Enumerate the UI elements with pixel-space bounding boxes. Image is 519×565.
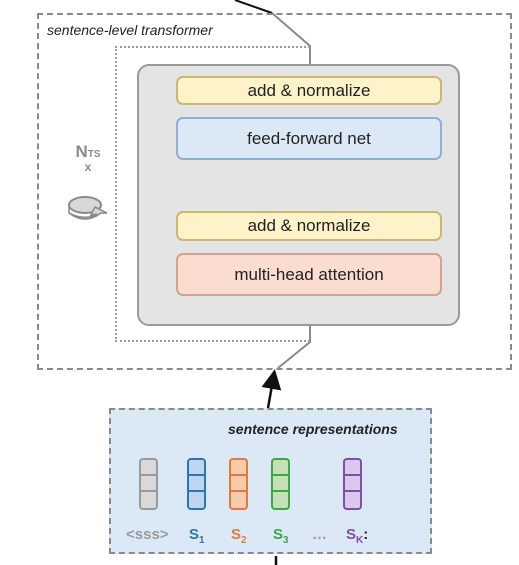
- repeat-x: x: [84, 160, 92, 174]
- s2-vector: [229, 458, 248, 510]
- token-sk: SK:: [346, 526, 369, 546]
- output-line: [234, 0, 273, 14]
- repeat-n: N: [75, 142, 88, 161]
- repeat-icon: [68, 196, 108, 220]
- token-s1-main: S: [189, 526, 200, 543]
- sentence-representations-box: [109, 408, 432, 554]
- s3-vector: [271, 458, 290, 510]
- repeat-sub: TS: [87, 149, 101, 160]
- repeat-scope-dotted: [115, 46, 310, 342]
- repr-label: sentence representations: [228, 421, 398, 437]
- repr-arrow: [261, 369, 282, 409]
- token-s3: S3: [273, 526, 289, 546]
- token-ellipsis-text: …: [312, 526, 327, 543]
- token-s2-sub: 2: [241, 535, 247, 546]
- repeat-count-label: NTS x: [63, 142, 113, 174]
- outer-label: sentence-level transformer: [47, 22, 213, 38]
- sk-vector: [343, 458, 362, 510]
- token-s1-sub: 1: [199, 535, 205, 546]
- token-ellipsis: …: [312, 526, 327, 543]
- sss-vector: [139, 458, 158, 510]
- feed-forward-net: feed-forward net: [176, 117, 442, 160]
- s1-vector: [187, 458, 206, 510]
- token-s1: S1: [189, 526, 205, 546]
- token-sss: <sss>: [126, 526, 169, 543]
- add-normalize-bottom: add & normalize: [176, 211, 442, 241]
- add-normalize-top: add & normalize: [176, 76, 442, 105]
- token-sk-main: S: [346, 526, 357, 543]
- token-sk-sub: K: [356, 535, 364, 546]
- token-s3-sub: 3: [283, 535, 289, 546]
- token-s3-main: S: [273, 526, 284, 543]
- token-s2-main: S: [231, 526, 242, 543]
- token-s2: S2: [231, 526, 247, 546]
- sentence-transformer-box: [37, 13, 512, 370]
- token-sss-text: <sss>: [126, 526, 169, 543]
- multi-head-attention: multi-head attention: [176, 253, 442, 296]
